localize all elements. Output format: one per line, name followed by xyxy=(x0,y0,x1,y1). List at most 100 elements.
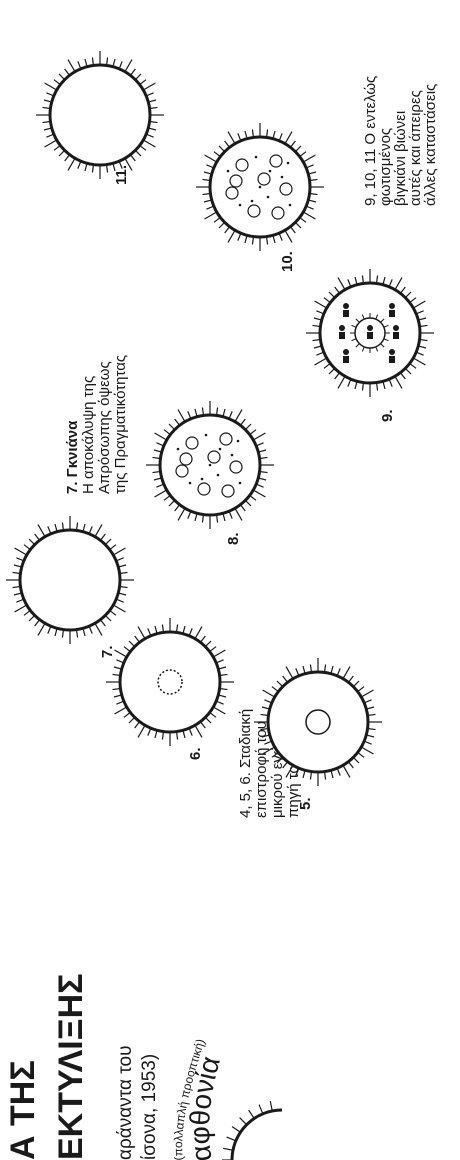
ray xyxy=(164,430,171,435)
ray xyxy=(129,717,135,723)
ray xyxy=(270,1101,272,1111)
figure-body xyxy=(389,356,395,363)
ray xyxy=(205,155,218,163)
ray xyxy=(232,1127,240,1133)
ray xyxy=(299,217,306,222)
ray xyxy=(115,707,128,715)
ray xyxy=(249,495,256,500)
ray xyxy=(115,650,128,658)
dot xyxy=(269,170,272,173)
ray xyxy=(302,212,315,220)
figure-head xyxy=(343,349,349,355)
ray xyxy=(205,212,218,220)
annotation-9-10-11-line-5: άλλες καταστάσεις xyxy=(422,84,439,206)
ray xyxy=(409,298,416,303)
stage-number-10: 10. xyxy=(279,251,296,272)
ray xyxy=(139,80,146,85)
ray xyxy=(335,287,340,294)
ray xyxy=(299,152,306,157)
ray xyxy=(35,534,40,541)
ray xyxy=(135,721,140,728)
stage-number-5: 5. xyxy=(297,797,314,810)
ray xyxy=(315,358,328,366)
ray xyxy=(155,490,168,498)
ray xyxy=(338,278,346,291)
ray xyxy=(169,500,175,506)
ray xyxy=(343,667,351,680)
ray xyxy=(324,363,331,368)
dot xyxy=(289,204,292,207)
dot xyxy=(219,448,222,451)
ray xyxy=(412,358,425,366)
ray xyxy=(95,622,103,635)
ray xyxy=(335,372,340,379)
ray xyxy=(290,141,295,148)
ray xyxy=(164,495,171,500)
ray xyxy=(200,636,205,643)
ray xyxy=(130,69,135,76)
ray xyxy=(227,1137,236,1141)
dot xyxy=(209,464,212,467)
ray xyxy=(112,605,125,613)
ray xyxy=(68,157,76,170)
ray xyxy=(228,229,236,242)
dot xyxy=(281,176,284,179)
subtitle-line-1: αράναντα του xyxy=(115,1046,136,1160)
annotation-7-line-2: Η αποκάλυψη της xyxy=(80,376,97,494)
ray xyxy=(15,548,28,556)
ray xyxy=(45,140,58,148)
ray xyxy=(252,490,265,498)
ray xyxy=(400,287,405,294)
ray xyxy=(405,368,411,374)
stage-circle-7 xyxy=(6,516,134,644)
annotation-9-10-11: 9, 10, 11 Ο εντελώςφωτισμένοςβιγκιάνι βι… xyxy=(362,76,439,206)
ray xyxy=(295,146,301,152)
ray xyxy=(409,363,416,368)
ray xyxy=(252,433,265,441)
ray xyxy=(286,667,294,680)
ray xyxy=(24,610,31,615)
dot xyxy=(239,204,242,207)
dot xyxy=(227,170,230,173)
ray xyxy=(135,636,140,643)
ray xyxy=(129,641,135,647)
ray xyxy=(395,375,403,388)
ray xyxy=(195,627,203,640)
ray xyxy=(45,83,58,91)
ray xyxy=(283,676,288,683)
ray xyxy=(65,154,70,161)
ray xyxy=(35,619,40,626)
ray xyxy=(15,605,28,613)
ray xyxy=(240,504,245,511)
ray xyxy=(219,146,225,152)
annotation-7-line-1: 7. Γκνιάνα xyxy=(64,420,81,494)
title-line-1: Α ΤΗΣ xyxy=(4,1060,42,1160)
ray xyxy=(142,83,155,91)
ray xyxy=(235,410,243,423)
ray xyxy=(124,712,131,717)
ray xyxy=(285,229,293,242)
stage-circle-8 xyxy=(146,401,274,529)
ray xyxy=(348,676,353,683)
ray xyxy=(135,150,141,156)
ray xyxy=(175,504,180,511)
ray xyxy=(178,410,186,423)
figure-head xyxy=(389,303,395,309)
ray xyxy=(249,1110,255,1118)
figure-body xyxy=(343,356,349,363)
ray xyxy=(212,650,225,658)
ray xyxy=(223,1148,233,1150)
ray xyxy=(135,74,141,80)
ray xyxy=(178,507,186,520)
ray xyxy=(29,615,35,621)
ray xyxy=(214,152,221,157)
stage-number-6: 6. xyxy=(187,747,204,760)
ray xyxy=(205,717,211,723)
ray xyxy=(225,141,230,148)
stage-number-7: 7. xyxy=(99,645,116,658)
ray xyxy=(302,155,315,163)
ray xyxy=(245,424,251,430)
dot xyxy=(287,162,290,165)
ray xyxy=(290,226,295,233)
ray xyxy=(214,217,221,222)
